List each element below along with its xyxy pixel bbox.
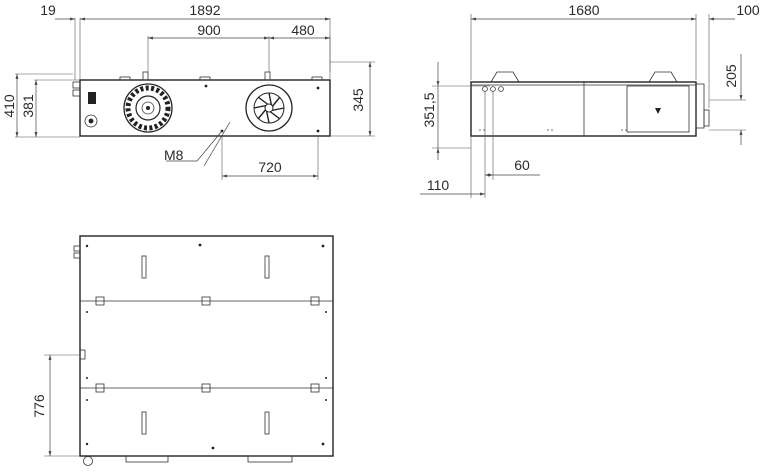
lifting-bracket [142,71,149,81]
dim-height-total: 410 [1,94,17,118]
handle [648,71,678,83]
dim-length: 1680 [568,2,599,18]
port-icon [482,86,488,92]
control-box [79,349,86,360]
dim-edge-offset: 19 [40,2,56,18]
handle [490,71,520,83]
slot [264,411,270,435]
hinge-icon [95,296,320,393]
dim-height-right: 345 [350,88,366,112]
fan-grille-left-icon [123,83,173,133]
dim-left-offset: 110 [427,177,450,193]
side-body [470,81,697,137]
dim-overall-width: 1892 [189,2,220,18]
dim-port-spacing: 60 [514,157,530,173]
dim-width: 776 [31,394,47,418]
dim-flange: 100 [736,2,760,18]
dim-fan-offset: 480 [291,22,315,38]
connector [72,81,81,89]
slot [141,411,147,435]
dim-bottom-span: 720 [258,159,282,175]
duct-outlet [125,455,169,463]
top-clip [199,76,211,81]
dim-height: 351,5 [421,92,437,127]
top-clip [311,76,323,81]
fan-grille-right-icon [245,84,293,132]
connector [72,89,81,97]
inspection-panel [626,85,690,133]
duct-outlet [247,455,293,463]
dim-duct-height: 205 [723,64,739,88]
cable-gland-icon [83,456,93,466]
thread-label: M8 [164,147,184,163]
top-clip [119,76,131,81]
control-switch-icon [88,92,96,104]
top-view: 776 [31,235,334,466]
port-icon [498,86,504,92]
top-body [79,235,334,457]
cable-gland-icon [84,114,98,128]
arrow-down-icon [655,108,661,114]
front-view: 1892 19 900 480 410 381 345 M8 [1,2,375,180]
side-view: 1680 100 351,5 205 110 60 [420,2,760,198]
lifting-bracket [264,71,271,81]
slot [141,255,147,279]
duct-connector [703,109,710,127]
slot [264,255,270,279]
port-icon [490,86,496,92]
dim-height-body: 381 [20,94,36,118]
dim-fan-spacing: 900 [197,22,221,38]
